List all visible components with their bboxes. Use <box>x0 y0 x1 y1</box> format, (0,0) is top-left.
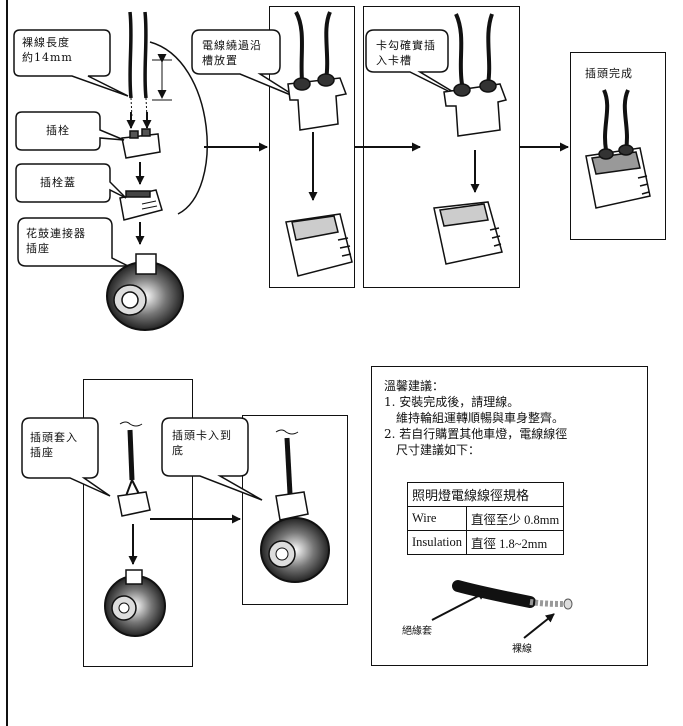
bare-label: 裸線 <box>512 644 532 655</box>
bare-length-dimension <box>152 54 172 101</box>
step2-wires <box>294 11 332 81</box>
insulation-pointer <box>431 591 487 621</box>
tips-title: 溫馨建議： <box>384 379 445 393</box>
plug-cover-part <box>119 189 163 221</box>
spec-value: 直徑 1.8~2mm <box>465 530 565 555</box>
callout-step3 <box>365 29 471 103</box>
hub-socket <box>106 253 184 331</box>
spec-name: Insulation <box>407 530 467 555</box>
wire-pair-top <box>128 11 148 119</box>
spec-row-insulation: Insulation 直徑 1.8~2mm <box>407 530 565 555</box>
step1-bracket <box>149 41 208 215</box>
step5-hub <box>104 569 166 637</box>
callout-plug-cover <box>15 163 127 203</box>
callout-step6 <box>161 417 263 501</box>
step4-label: 插頭完成 <box>585 67 633 80</box>
step5-wires <box>119 421 143 497</box>
step5-label: 插頭套入 插座 <box>30 431 78 459</box>
callout-plug <box>15 111 125 151</box>
step3-cover <box>433 201 503 265</box>
bare-wire-label: 裸線長度 約14mm <box>22 36 73 64</box>
tips-line-2: 維持輪組運轉順暢與車身整齊。 <box>396 411 565 425</box>
step2-label: 電線繞過沿 槽放置 <box>202 39 262 67</box>
step6-wires <box>275 429 299 495</box>
spec-row-wire: Wire 直徑至少 0.8mm <box>407 506 565 531</box>
hub-socket-label: 花鼓連接器 插座 <box>26 227 86 255</box>
insulation-label: 絕緣套 <box>402 626 432 637</box>
plug-cover-label: 插栓蓋 <box>40 176 76 189</box>
callout-step5 <box>21 417 111 497</box>
callout-hub-socket <box>17 217 129 267</box>
tips-line-4: 尺寸建議如下： <box>396 443 481 457</box>
step3-label: 卡勾確實插 入卡槽 <box>376 39 436 67</box>
bare-pointer <box>523 613 555 639</box>
wire-spec-table: 照明燈電線線徑規格 Wire 直徑至少 0.8mm Insulation 直徑 … <box>406 482 565 555</box>
step2-plug <box>287 73 348 131</box>
spec-value: 直徑至少 0.8mm <box>465 506 565 531</box>
tips-text: 溫馨建議： 1. 安裝完成後，請理線。 維持輪組運轉順暢與車身整齊。 2. 若自… <box>384 378 567 458</box>
plug-part <box>121 128 161 159</box>
step4-wires <box>602 89 630 151</box>
callout-bare-wire <box>13 29 129 97</box>
plug-label: 插栓 <box>46 124 70 137</box>
tips-line-1: 1. 安裝完成後，請理線。 <box>384 395 520 409</box>
tips-line-3: 2. 若自行購置其他車燈，電線線徑 <box>384 427 568 441</box>
step3-plug <box>443 79 507 137</box>
step2-cover <box>285 213 353 277</box>
spec-name: Wire <box>407 506 467 531</box>
left-border <box>6 0 8 726</box>
callout-step2 <box>191 29 299 99</box>
step1-down-arrows <box>126 112 152 245</box>
step5-plug <box>117 491 151 517</box>
step6-hub-with-plug <box>260 491 330 583</box>
step3-wires <box>454 13 494 85</box>
step4-plug-assembled <box>585 144 651 209</box>
step4-box <box>570 52 666 240</box>
spec-header: 照明燈電線線徑規格 <box>406 482 565 507</box>
step6-label: 插頭卡入到 底 <box>172 429 232 457</box>
cable-illustration <box>452 580 573 610</box>
spec-header-row: 照明燈電線線徑規格 <box>406 482 565 507</box>
